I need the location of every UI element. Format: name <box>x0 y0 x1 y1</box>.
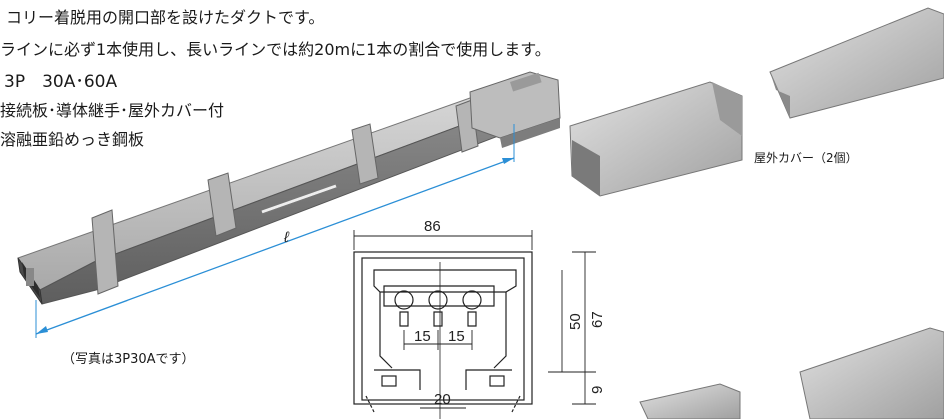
cover-caption: 屋外カバー（2個） <box>754 151 858 165</box>
spec-line-rating: 3P 30A･60A <box>4 72 118 92</box>
length-dimension <box>35 124 515 338</box>
outdoor-cover-upper-left <box>569 81 743 197</box>
dim-height-67: 67 <box>589 311 606 328</box>
dim-inner-50: 50 <box>567 313 584 330</box>
dim-pitch-b: 15 <box>448 328 465 345</box>
spec-line-usage: ラインに必ず1本使用し、長いラインでは約20mに1本の割合で使用します。 <box>0 40 551 59</box>
cross-section-drawing <box>353 230 596 419</box>
spec-line-accessories: 接続板･導体継手･屋外カバー付 <box>0 101 225 120</box>
photo-note: （写真は3P30Aです） <box>62 352 195 367</box>
length-symbol: ℓ <box>283 229 290 246</box>
dim-width-86: 86 <box>424 218 441 235</box>
outdoor-cover-upper-right <box>769 7 944 119</box>
duct-photo <box>17 71 561 305</box>
spec-line-material: 溶融亜鉛めっき鋼板 <box>0 130 145 149</box>
dim-opening-20: 20 <box>434 391 451 408</box>
dim-bottom-9: 9 <box>589 386 606 394</box>
dim-pitch-a: 15 <box>414 328 431 345</box>
outdoor-cover-lower-left <box>639 383 741 419</box>
spec-line-description: コリー着脱用の開口部を設けたダクトです。 <box>6 8 325 27</box>
outdoor-cover-lower-right <box>799 327 944 419</box>
